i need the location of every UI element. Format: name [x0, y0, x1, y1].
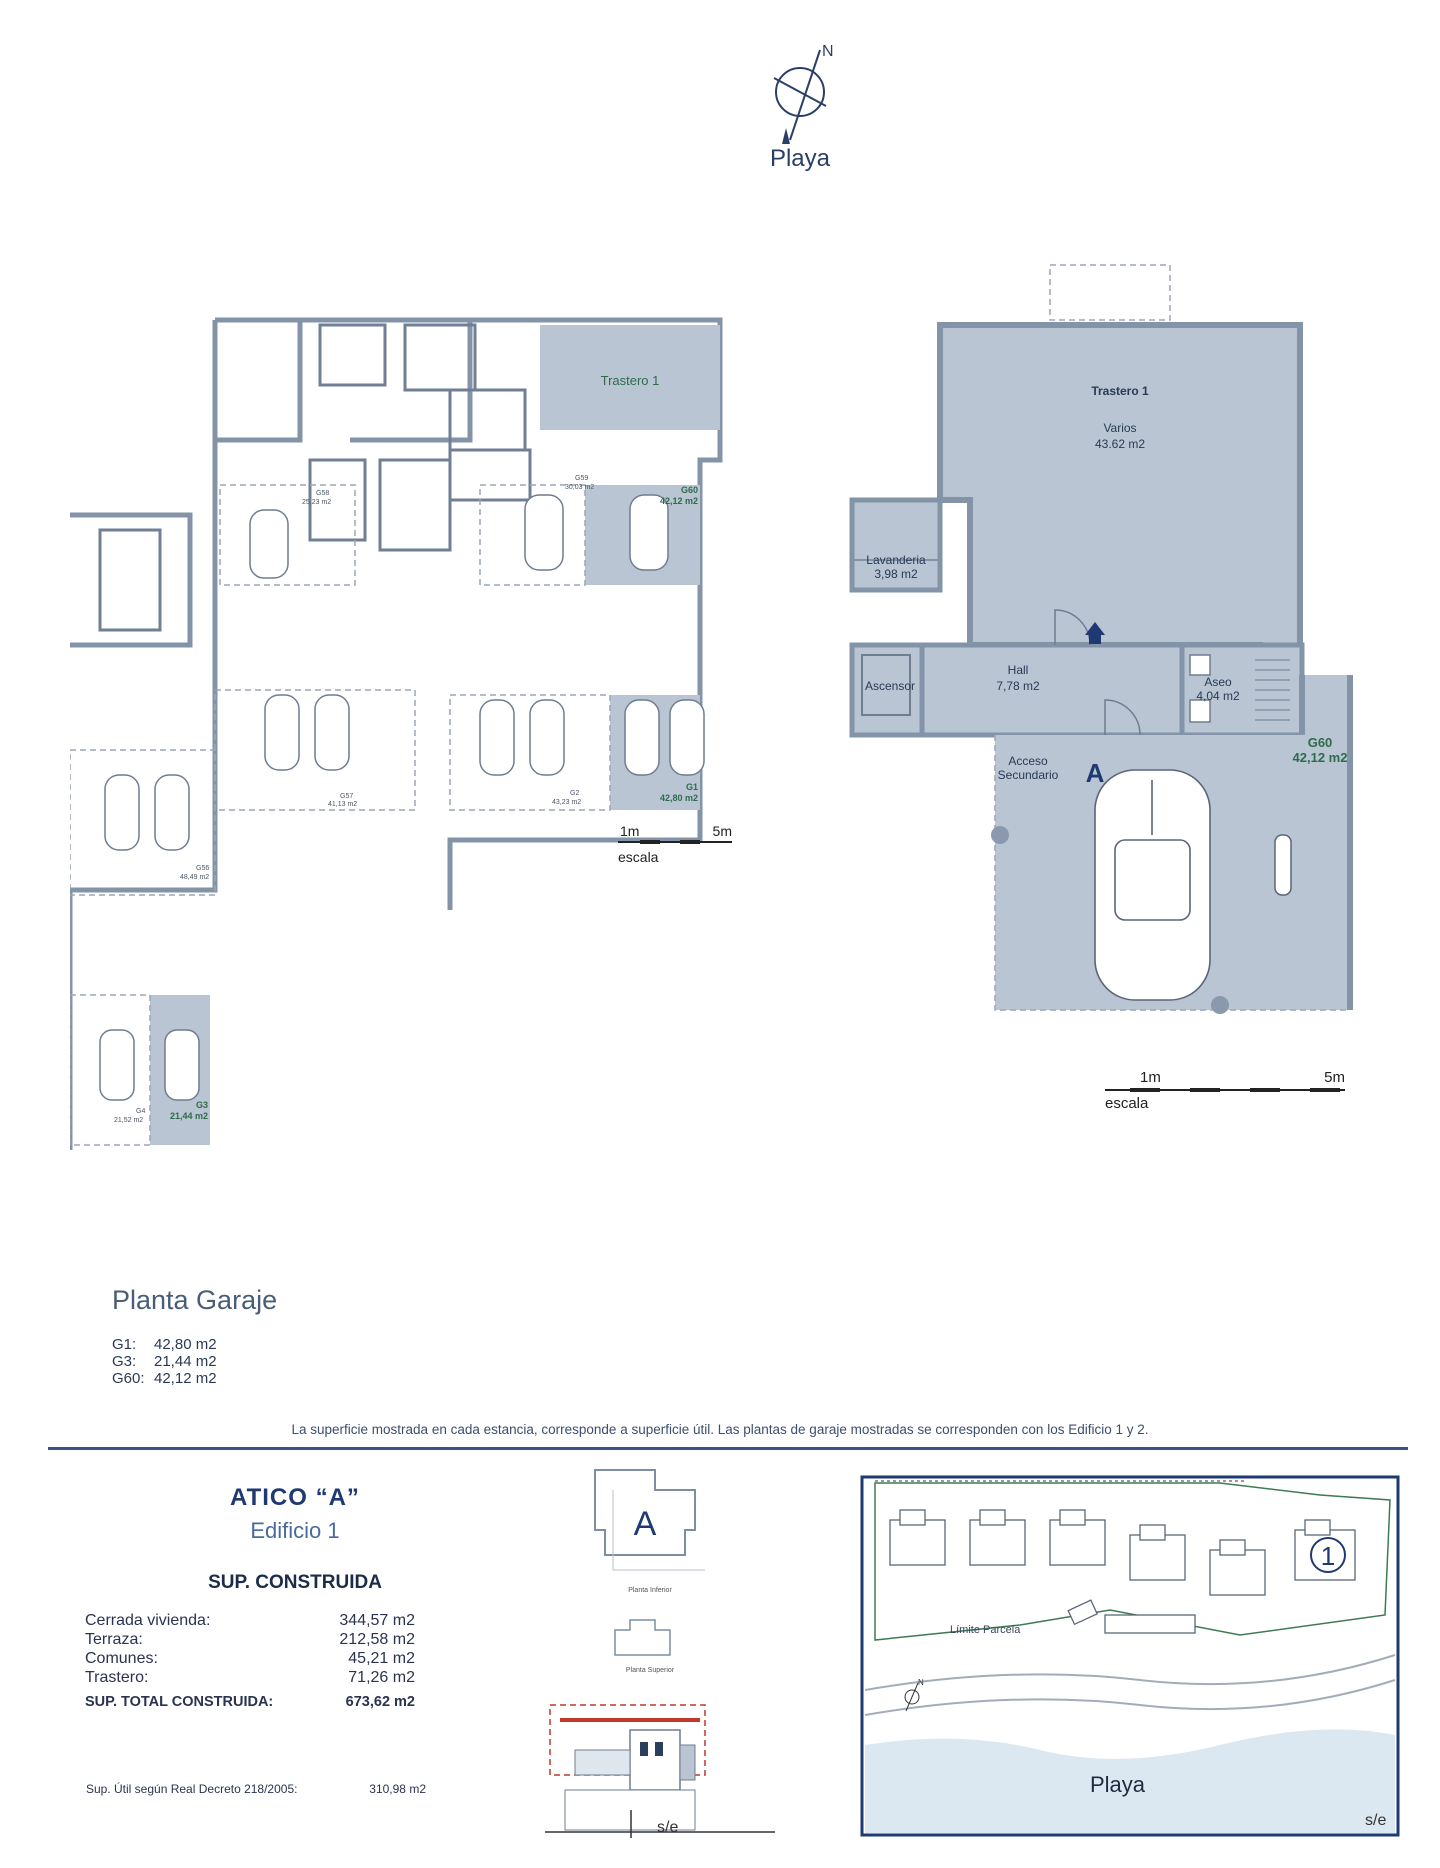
garage-scale-right: 5m: [713, 823, 732, 839]
surface-disclaimer: La superficie mostrada en cada estancia,…: [291, 1422, 1149, 1437]
garage-summary-row: G1: 42,80 m2: [112, 1336, 217, 1353]
label-g57-code: G57: [340, 793, 353, 800]
label-g60-area: 42,12 m2: [660, 496, 698, 506]
garage-scale-left: 1m: [620, 823, 639, 839]
garage-area: 42,80 m2: [154, 1336, 217, 1353]
compass-label: Playa: [769, 145, 831, 172]
surface-label: Comunes:: [85, 1650, 158, 1667]
label-g58-area: 25,23 m2: [302, 499, 331, 506]
detail-garage-area: 42,12 m2: [1293, 750, 1348, 765]
surface-row: Terraza: 212,58 m2: [85, 1631, 415, 1650]
label-g56-area: 48,49 m2: [180, 874, 209, 881]
surface-label: Cerrada vivienda:: [85, 1612, 211, 1629]
surface-row: Trastero: 71,26 m2: [85, 1669, 415, 1688]
site-north-letter: N: [918, 1678, 924, 1687]
garage-summary-row: G3: 21,44 m2: [112, 1353, 217, 1370]
garage-floor-plan: Trastero 1 G58 25,23 m2 G59 30,03 m2 G57: [70, 317, 732, 1150]
key-plan-letter: A: [634, 1505, 657, 1543]
surface-row: Comunes: 45,21 m2: [85, 1650, 415, 1669]
beach-area: [865, 1729, 1395, 1833]
detail-ascensor-label: Ascensor: [865, 679, 915, 693]
label-g4-area: 21,52 m2: [114, 1117, 143, 1124]
garage-trastero-label: Trastero 1: [601, 373, 660, 388]
surface-value: 212,58 m2: [339, 1631, 415, 1648]
detail-scale-right: 5m: [1324, 1069, 1345, 1086]
useful-surface-line: Sup. Útil según Real Decreto 218/2005: 3…: [86, 1782, 426, 1796]
key-plan: A Planta Inferior Planta Superior s/e: [545, 1469, 775, 1838]
label-g3-area: 21,44 m2: [170, 1111, 208, 1121]
detail-lavanderia-label: Lavanderia: [866, 553, 926, 567]
garage-code: G1:: [112, 1336, 137, 1353]
detail-aseo-label: Aseo: [1204, 675, 1232, 689]
site-beach-label: Playa: [1090, 1772, 1146, 1797]
site-limit-label: Límite Parcela: [950, 1624, 1021, 1636]
label-g60-code: G60: [681, 485, 698, 495]
detail-acceso-line1: Acceso: [1008, 754, 1048, 768]
detail-aseo-area: 4,04 m2: [1196, 689, 1240, 703]
compass-rose: N: [773, 44, 834, 144]
site-plan: 1 Límite Parcela N Playa s/e: [860, 1475, 1400, 1837]
unit-building: Edificio 1: [250, 1518, 340, 1543]
label-g1-code: G1: [686, 782, 698, 792]
garage-area: 42,12 m2: [154, 1370, 217, 1387]
label-g56-code: G56: [196, 865, 209, 872]
surfaces-table: Cerrada vivienda: 344,57 m2 Terraza: 212…: [85, 1612, 415, 1713]
detail-acceso-line2: Secundario: [998, 768, 1059, 782]
label-g2-area: 43,23 m2: [552, 799, 581, 806]
section-divider: [48, 1447, 1408, 1450]
surface-value: 45,21 m2: [348, 1650, 415, 1667]
detail-varios-label: Varios: [1103, 421, 1136, 435]
detail-scale-left: 1m: [1140, 1069, 1161, 1086]
garage-scale-label: escala: [618, 849, 659, 865]
garage-summary-list: G1: 42,80 m2 G3: 21,44 m2 G60: 42,12 m2: [112, 1336, 217, 1387]
unit-name: ATICO “A”: [230, 1484, 360, 1511]
surface-label: Terraza:: [85, 1631, 143, 1648]
garage-summary-row: G60: 42,12 m2: [112, 1370, 217, 1387]
detail-entry-letter: A: [1086, 758, 1105, 788]
useful-surface-label: Sup. Útil según Real Decreto 218/2005:: [86, 1782, 298, 1796]
trastero-zone: [540, 325, 720, 430]
label-g59-area: 30,03 m2: [565, 484, 594, 491]
surface-total-row: SUP. TOTAL CONSTRUIDA: 673,62 m2: [85, 1694, 415, 1713]
site-building-number: 1: [1321, 1541, 1335, 1571]
surface-value: 344,57 m2: [339, 1612, 415, 1629]
garage-code: G3:: [112, 1353, 137, 1370]
surface-label: Trastero:: [85, 1669, 149, 1686]
surface-total-label: SUP. TOTAL CONSTRUIDA:: [85, 1694, 274, 1710]
label-g1-area: 42,80 m2: [660, 793, 698, 803]
label-g59-code: G59: [575, 475, 588, 482]
key-plan-upper-label: Planta Superior: [626, 1667, 675, 1674]
site-scale-note: s/e: [1365, 1812, 1386, 1829]
garage-code: G60:: [112, 1370, 145, 1387]
label-g2-code: G2: [570, 790, 579, 797]
detail-lavanderia-area: 3,98 m2: [874, 567, 918, 581]
key-plan-lower-label: Planta Inferior: [628, 1587, 672, 1594]
compass-north-letter: N: [822, 44, 834, 60]
garage-summary-title: Planta Garaje: [112, 1285, 278, 1315]
label-g3-code: G3: [196, 1100, 208, 1110]
key-plan-scale-note: s/e: [657, 1819, 678, 1836]
detail-garage-code: G60: [1308, 735, 1333, 750]
detail-trastero-title: Trastero 1: [1091, 384, 1149, 398]
detail-varios-area: 43.62 m2: [1095, 437, 1145, 451]
label-g57-area: 41,13 m2: [328, 801, 357, 808]
detail-scale-label: escala: [1105, 1095, 1149, 1112]
useful-surface-value: 310,98 m2: [369, 1782, 426, 1796]
surfaces-heading: SUP. CONSTRUIDA: [208, 1572, 382, 1593]
detail-hall-label: Hall: [1008, 663, 1029, 677]
detail-hall-area: 7,78 m2: [996, 679, 1040, 693]
surface-total-value: 673,62 m2: [345, 1694, 415, 1710]
surface-row: Cerrada vivienda: 344,57 m2: [85, 1612, 415, 1631]
label-g4-code: G4: [136, 1108, 145, 1115]
surface-value: 71,26 m2: [348, 1669, 415, 1686]
storage-garage-detail-plan: Trastero 1 Varios 43.62 m2 Lavanderia 3,…: [849, 264, 1353, 1112]
garage-area: 21,44 m2: [154, 1353, 217, 1370]
label-g58-code: G58: [316, 490, 329, 497]
